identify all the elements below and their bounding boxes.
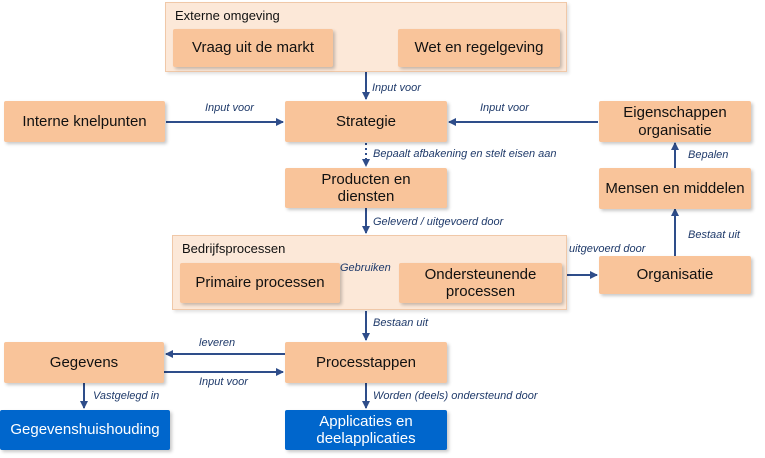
node-wet-en-regelgeving: Wet en regelgeving bbox=[398, 29, 560, 67]
edge-label-bestaan-uit: Bestaan uit bbox=[373, 317, 429, 329]
node-gegevens: Gegevens bbox=[4, 342, 164, 383]
node-label: Strategie bbox=[335, 112, 397, 130]
group-label-externe-omgeving: Externe omgeving bbox=[175, 8, 280, 23]
node-processtappen: Processtappen bbox=[285, 342, 447, 383]
edge-label-geleverd-uitgevoerd-door: Geleverd / uitgevoerd door bbox=[373, 216, 504, 228]
group-label-bedrijfsprocessen: Bedrijfsprocessen bbox=[182, 241, 286, 256]
edge-label-bepalen: Bepalen bbox=[688, 149, 729, 161]
edge-label-bestaat-uit: Bestaat uit bbox=[688, 229, 740, 241]
node-label: Gegevenshuishouding bbox=[10, 421, 160, 439]
node-label: Wet en regelgeving bbox=[414, 39, 544, 57]
edge-label-input-voor-top: Input voor bbox=[372, 82, 421, 94]
node-label: Processtappen bbox=[315, 353, 417, 371]
edge-label-gebruiken: Gebruiken bbox=[340, 262, 391, 274]
node-label: Eigenschappen organisatie bbox=[623, 104, 727, 139]
edge-label-bepaalt-afbakening: Bepaalt afbakening en stelt eisen aan bbox=[373, 148, 557, 160]
node-strategie: Strategie bbox=[285, 101, 447, 142]
edge-label-input-voor-bottom: Input voor bbox=[199, 376, 248, 388]
edge-label-worden-ondersteund-door: Worden (deels) ondersteund door bbox=[373, 390, 538, 402]
node-vraag-uit-de-markt: Vraag uit de markt bbox=[173, 29, 333, 67]
node-label: Producten en diensten bbox=[321, 170, 411, 205]
group-bedrijfsprocessen: Bedrijfsprocessen Primaire processen Ond… bbox=[172, 235, 567, 310]
node-label: Vraag uit de markt bbox=[192, 39, 314, 57]
group-externe-omgeving: Externe omgeving Vraag uit de markt Wet … bbox=[165, 2, 567, 72]
edge-label-vastgelegd-in: Vastgelegd in bbox=[93, 390, 160, 402]
node-eigenschappen-organisatie: Eigenschappen organisatie bbox=[599, 101, 751, 142]
node-label: Ondersteunende processen bbox=[424, 265, 537, 300]
node-primaire-processen: Primaire processen bbox=[180, 263, 340, 303]
node-label: Gegevens bbox=[49, 353, 119, 371]
node-gegevenshuishouding: Gegevenshuishouding bbox=[0, 410, 170, 450]
node-label: Organisatie bbox=[636, 266, 714, 284]
node-interne-knelpunten: Interne knelpunten bbox=[4, 101, 165, 142]
node-producten-en-diensten: Producten en diensten bbox=[285, 168, 447, 208]
edge-label-input-voor-left: Input voor bbox=[205, 102, 254, 114]
node-mensen-en-middelen: Mensen en middelen bbox=[599, 168, 751, 209]
node-applicaties-en-deelapplicaties: Applicaties en deelapplicaties bbox=[285, 410, 447, 450]
node-label: Mensen en middelen bbox=[605, 179, 745, 197]
node-label: Primaire processen bbox=[195, 274, 325, 292]
node-ondersteunende-processen: Ondersteunende processen bbox=[399, 263, 562, 303]
node-organisatie: Organisatie bbox=[599, 256, 751, 294]
edge-label-leveren: leveren bbox=[199, 337, 236, 349]
node-label: Applicaties en deelapplicaties bbox=[316, 412, 416, 447]
node-label: Interne knelpunten bbox=[22, 112, 147, 130]
edge-label-input-voor-right: Input voor bbox=[480, 102, 529, 114]
edge-label-uitgevoerd-door: uitgevoerd door bbox=[569, 243, 646, 255]
